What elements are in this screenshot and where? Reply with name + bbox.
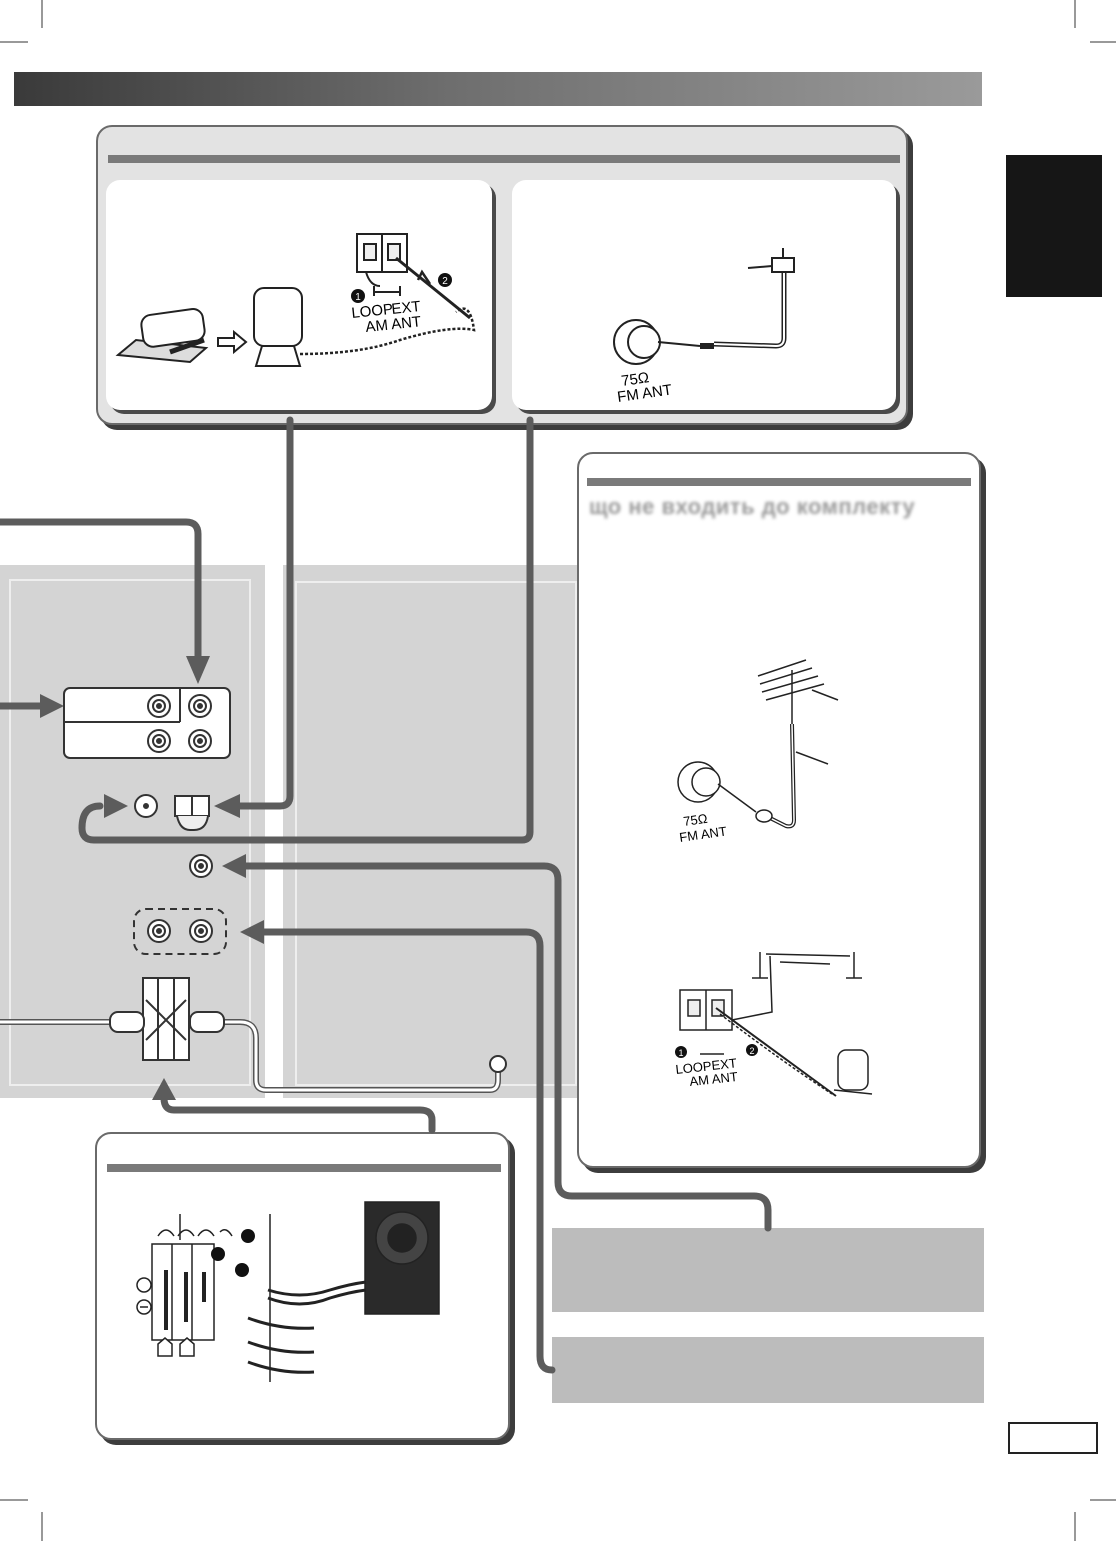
fm-antenna-drawing	[613, 248, 795, 365]
cable-fm-antenna	[78, 416, 534, 844]
am-loop-label: LOOP	[351, 301, 394, 322]
am-step-markers: 1 2	[351, 273, 452, 303]
cables	[0, 416, 772, 1374]
outdoor-loop-label: LOOP	[675, 1058, 712, 1077]
cable-speaker	[160, 1094, 436, 1134]
panel-title-line2: що не входить до комплекту	[589, 494, 916, 519]
device-rear-panel-left	[0, 565, 265, 1098]
reference-box-1	[552, 1228, 984, 1312]
cable-digital-out	[240, 862, 772, 1232]
outdoor-am-antenna-drawing	[679, 952, 873, 1097]
header-bar	[14, 72, 982, 106]
outdoor-fm-ohm-label: 75Ω	[682, 811, 708, 829]
am-ext-label: EXT	[391, 298, 422, 318]
subwoofer-drawing	[364, 1201, 440, 1315]
outdoor-antenna-panel: що не входить до комплекту	[577, 452, 981, 1168]
speaker-terminal-closeup	[136, 1214, 271, 1382]
panel-title-underline	[108, 155, 900, 163]
am-step2-label: 2	[442, 276, 448, 287]
am-ant-label: AM ANT	[365, 313, 422, 336]
audio-jack-block	[63, 687, 231, 759]
fm-ohm-label: 75Ω	[620, 369, 650, 390]
language-side-tab	[1006, 155, 1102, 297]
digital-out-jack	[189, 854, 213, 878]
outdoor-step2-label: 2	[749, 1046, 754, 1056]
cable-am-antenna	[234, 416, 294, 810]
outdoor-step1-label: 1	[678, 1048, 683, 1058]
video-out-jacks	[133, 908, 227, 955]
panel-title-underline	[107, 1164, 501, 1172]
outdoor-ext-label: EXT	[711, 1055, 738, 1073]
speaker-terminal-block	[109, 977, 225, 1061]
panel-title-underline	[587, 478, 971, 486]
cable-audio-in	[0, 518, 202, 664]
antenna-terminals	[134, 794, 210, 831]
speaker-wires	[247, 1280, 367, 1374]
outdoor-fm-ant-label: FM ANT	[678, 823, 727, 844]
reference-box-2	[552, 1337, 984, 1403]
outdoor-fm-antenna-drawing	[677, 659, 839, 829]
am-loop-antenna-drawing	[115, 233, 476, 367]
outdoor-am-ant-label: AM ANT	[689, 1069, 739, 1089]
fm-antenna-subpanel	[512, 180, 896, 410]
cable-video-out	[258, 928, 556, 1374]
page-number-box	[1008, 1422, 1098, 1454]
am-step1-label: 1	[355, 292, 361, 303]
